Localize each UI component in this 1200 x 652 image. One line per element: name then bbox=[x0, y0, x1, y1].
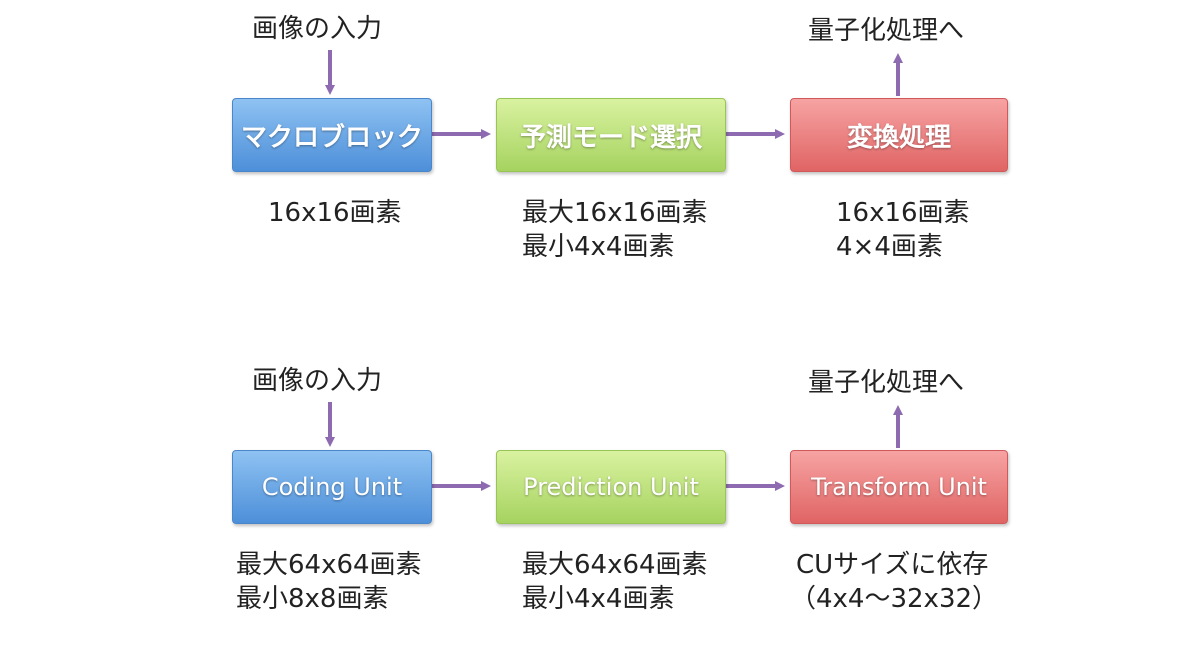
input-label: 画像の入力 bbox=[252, 14, 383, 44]
diagram-coding-unit: 画像の入力 量子化処理へ Coding Unit Prediction Unit… bbox=[0, 352, 1200, 652]
box-macroblock: マクロブロック bbox=[232, 98, 432, 172]
output-label: 量子化処理へ bbox=[808, 16, 965, 46]
caption-box3-line1: CUサイズに依存 bbox=[796, 550, 989, 580]
input-label: 画像の入力 bbox=[252, 366, 383, 396]
caption-box2-line1: 最大64x64画素 bbox=[522, 550, 708, 580]
caption-box1-line1: 最大64x64画素 bbox=[236, 550, 422, 580]
caption-box3-line1: 16x16画素 bbox=[836, 198, 970, 228]
flow-arrows bbox=[325, 50, 903, 139]
caption-box2-line2: 最小4x4画素 bbox=[522, 232, 675, 262]
box-coding-unit: Coding Unit bbox=[232, 450, 432, 524]
output-label: 量子化処理へ bbox=[808, 368, 965, 398]
caption-box2-line1: 最大16x16画素 bbox=[522, 198, 708, 228]
diagram-macroblock: 画像の入力 量子化処理へ マクロブロック 予測モード選択 変換処理 16x16画… bbox=[0, 0, 1200, 300]
flow-arrows bbox=[325, 402, 903, 491]
caption-box3-line2: 4×4画素 bbox=[836, 232, 943, 262]
box-transform-unit: Transform Unit bbox=[790, 450, 1008, 524]
box-prediction-unit: Prediction Unit bbox=[496, 450, 726, 524]
box-transform: 変換処理 bbox=[790, 98, 1008, 172]
caption-box1-line1: 16x16画素 bbox=[268, 198, 402, 228]
caption-box3-line2: （4x4～32x32） bbox=[790, 584, 999, 614]
caption-box2-line2: 最小4x4画素 bbox=[522, 584, 675, 614]
box-prediction-mode: 予測モード選択 bbox=[496, 98, 726, 172]
caption-box1-line2: 最小8x8画素 bbox=[236, 584, 389, 614]
